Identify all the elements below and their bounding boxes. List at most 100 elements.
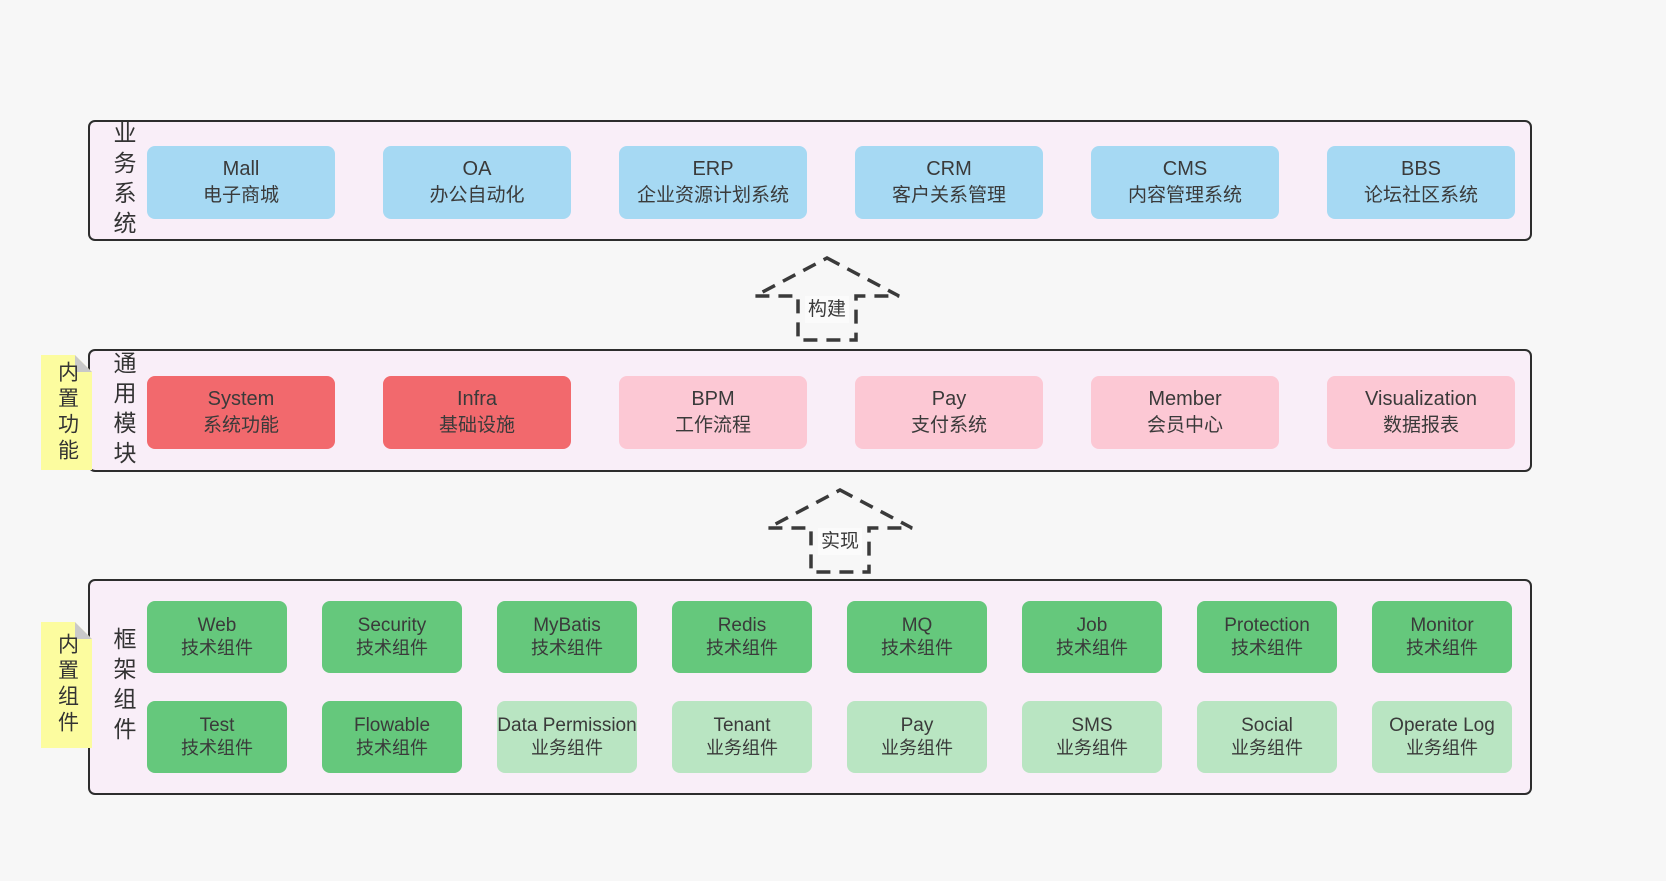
- box-subtitle: 技术组件: [531, 638, 603, 659]
- box-subtitle: 论坛社区系统: [1363, 185, 1478, 207]
- box-subtitle: 工作流程: [674, 415, 751, 437]
- box-title: SMS: [1071, 715, 1113, 737]
- box-title: Flowable: [353, 715, 431, 737]
- implement-arrow-label: 实现: [817, 528, 863, 555]
- box-title: Pay: [900, 715, 934, 737]
- box-subtitle: 技术组件: [181, 738, 253, 759]
- built-in-features-note-label: 内置功能: [55, 360, 79, 465]
- box-title: OA: [462, 157, 492, 180]
- framework-layer-label: 框架组件: [110, 627, 136, 747]
- modules-boxes-row: System 系统功能 Infra 基础设施 BPM 工作流程 Pay 支付系统 Member 会…: [147, 376, 1515, 449]
- box-subtitle: 业务组件: [531, 738, 603, 759]
- box-subtitle: 技术组件: [1406, 638, 1478, 659]
- box-title: Tenant: [713, 715, 771, 737]
- business-systems-layer: 业务系统 Mall 电子商城 OA 办公自动化 ERP 企业资源计划系统 CRM 客户关系管理…: [88, 120, 1532, 241]
- box-subtitle: 业务组件: [1231, 738, 1303, 759]
- box-subtitle: 业务组件: [1056, 738, 1128, 759]
- box-cms: CMS 内容管理系统: [1091, 146, 1279, 219]
- box-subtitle: 基础设施: [438, 415, 515, 437]
- box-subtitle: 会员中心: [1146, 415, 1223, 437]
- box-subtitle: 内容管理系统: [1127, 185, 1242, 207]
- box-system: System 系统功能: [147, 376, 335, 449]
- box-title: BBS: [1400, 157, 1442, 180]
- business-layer-label: 业务系统: [110, 120, 136, 241]
- box-title: Job: [1076, 615, 1108, 637]
- box-title: Social: [1241, 715, 1293, 737]
- built-in-components-note: 内置组件: [41, 622, 92, 748]
- box-visualization: Visualization 数据报表: [1327, 376, 1515, 449]
- box-subtitle: 技术组件: [356, 638, 428, 659]
- box-title: Data Permission: [497, 715, 637, 737]
- box-title: Security: [357, 615, 427, 637]
- business-boxes-row: Mall 电子商城 OA 办公自动化 ERP 企业资源计划系统 CRM 客户关系管理 CMS 内容…: [147, 146, 1515, 219]
- box-title: Monitor: [1410, 615, 1474, 637]
- box-subtitle: 技术组件: [356, 738, 428, 759]
- modules-layer-label: 通用模块: [110, 350, 136, 471]
- box-subtitle: 企业资源计划系统: [636, 185, 789, 207]
- box-title: Infra: [456, 387, 498, 410]
- built-in-features-note: 内置功能: [41, 355, 92, 470]
- box-subtitle: 电子商城: [202, 185, 279, 207]
- box-oa: OA 办公自动化: [383, 146, 571, 219]
- box-subtitle: 客户关系管理: [891, 185, 1006, 207]
- dashed-up-arrow-icon: [767, 488, 913, 574]
- implement-arrow: 实现: [765, 487, 915, 575]
- box-bpm: BPM 工作流程: [619, 376, 807, 449]
- box-crm: CRM 客户关系管理: [855, 146, 1043, 219]
- box-title: Mall: [222, 157, 260, 180]
- box-title: Web: [197, 615, 237, 637]
- box-member: Member 会员中心: [1091, 376, 1279, 449]
- box-subtitle: 技术组件: [181, 638, 253, 659]
- box-subtitle: 技术组件: [706, 638, 778, 659]
- box-title: CMS: [1162, 157, 1208, 180]
- box-title: Pay: [931, 387, 967, 410]
- box-subtitle: 业务组件: [1406, 738, 1478, 759]
- box-pay: Pay 支付系统: [855, 376, 1043, 449]
- box-title: Test: [199, 715, 235, 737]
- box-subtitle: 数据报表: [1382, 415, 1459, 437]
- box-subtitle: 技术组件: [881, 638, 953, 659]
- box-subtitle: 办公自动化: [429, 185, 525, 207]
- built-in-components-note-label: 内置组件: [55, 633, 79, 737]
- box-erp: ERP 企业资源计划系统: [619, 146, 807, 219]
- box-title: Operate Log: [1389, 715, 1495, 737]
- box-subtitle: 系统功能: [202, 415, 279, 437]
- box-title: Visualization: [1365, 387, 1477, 410]
- box-title: Redis: [717, 615, 767, 637]
- box-title: CRM: [926, 157, 972, 180]
- build-arrow-label: 构建: [804, 296, 850, 323]
- box-title: ERP: [692, 157, 734, 180]
- box-infra: Infra 基础设施: [383, 376, 571, 449]
- build-arrow: 构建: [752, 255, 902, 343]
- box-title: Protection: [1224, 615, 1310, 637]
- box-subtitle: 业务组件: [706, 738, 778, 759]
- box-subtitle: 业务组件: [881, 738, 953, 759]
- box-title: BPM: [691, 387, 735, 410]
- box-subtitle: 支付系统: [910, 415, 987, 437]
- dashed-up-arrow-icon: [754, 256, 900, 342]
- box-title: System: [207, 387, 275, 410]
- box-title: MQ: [901, 615, 933, 637]
- box-subtitle: 技术组件: [1231, 638, 1303, 659]
- box-title: Member: [1148, 387, 1222, 410]
